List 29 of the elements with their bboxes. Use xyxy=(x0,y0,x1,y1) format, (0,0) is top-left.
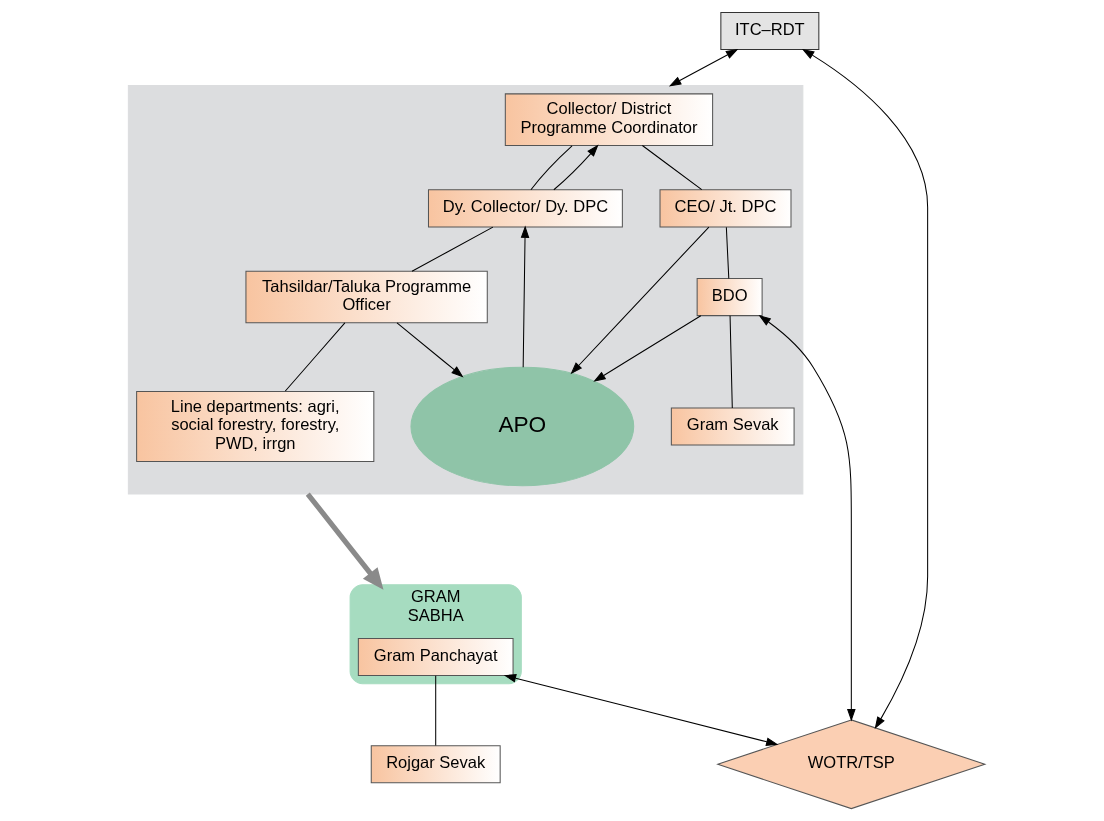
arrow xyxy=(396,322,464,378)
node-box: BDO xyxy=(696,277,763,317)
arrow xyxy=(520,225,529,368)
cluster xyxy=(127,85,803,495)
node-box: Collector/ District Programme Coordinator xyxy=(504,93,713,146)
connector xyxy=(729,315,733,409)
connector xyxy=(411,226,493,272)
arrow xyxy=(305,492,383,590)
connector xyxy=(725,226,729,279)
arrow xyxy=(668,49,738,87)
arrow xyxy=(592,315,701,382)
node-box: CEO/ Jt. DPC xyxy=(659,189,791,228)
connector xyxy=(284,322,345,392)
node-box: Tahsildar/Taluka Programme Officer xyxy=(244,270,488,324)
node-box: ITC–RDT xyxy=(719,11,819,51)
connector xyxy=(434,675,436,747)
arrow xyxy=(569,226,709,375)
arrow xyxy=(503,674,778,746)
arrow xyxy=(801,48,928,730)
node-box: Gram Panchayat xyxy=(357,637,514,677)
node-box: Line departments: agri, social forestry, forestry, PWD, irrgn xyxy=(135,390,374,463)
node-box: Rojgar Sevak xyxy=(370,745,501,784)
arrow xyxy=(552,144,599,191)
node-diamond: WOTR/TSP xyxy=(715,719,986,810)
node-box: Gram Sevak xyxy=(670,407,795,446)
arrow xyxy=(758,315,856,722)
connector xyxy=(641,145,702,191)
connector xyxy=(529,145,573,191)
node-box: Dy. Collector/ Dy. DPC xyxy=(427,189,623,228)
